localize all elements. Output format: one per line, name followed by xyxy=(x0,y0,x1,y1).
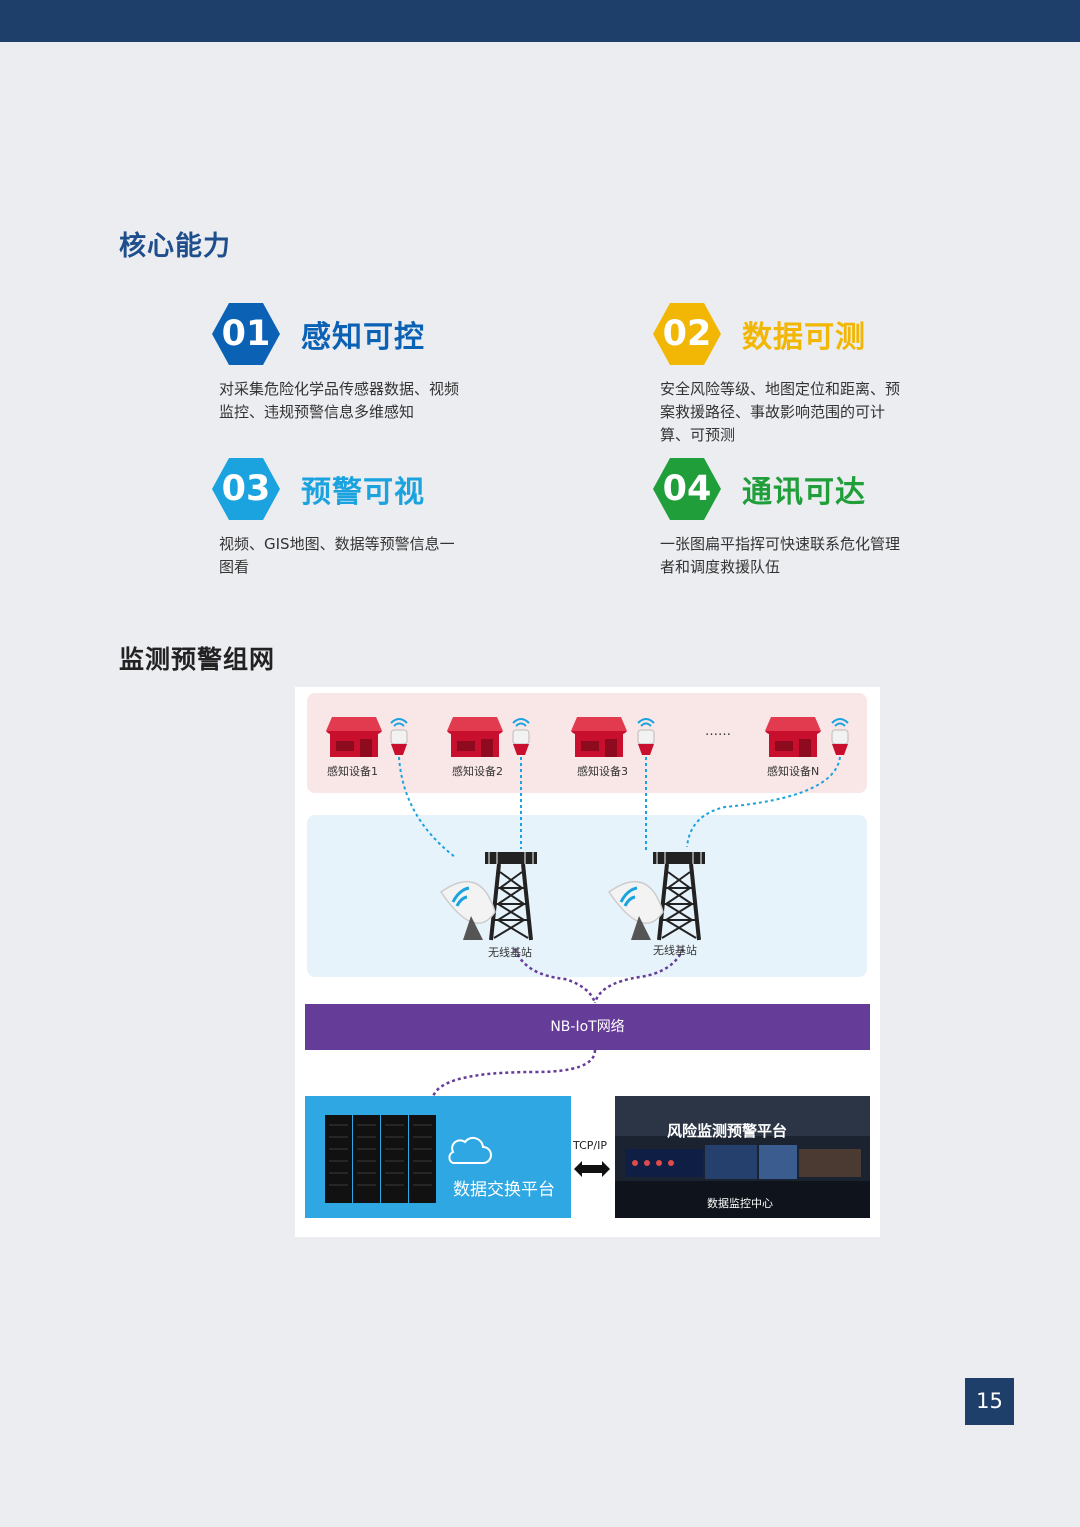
data-exchange-label: 数据交换平台 xyxy=(453,1180,555,1200)
capability-number: 03 xyxy=(221,469,271,509)
capability-desc: 视频、GIS地图、数据等预警信息一图看 xyxy=(219,535,455,576)
device-label: 感知设备2 xyxy=(452,765,503,778)
tcp-ip-label: TCP/IP xyxy=(573,1139,607,1152)
hexagon-icon xyxy=(653,458,721,520)
capability-name: 预警可视 xyxy=(301,475,425,510)
top-header-bar xyxy=(0,0,1080,42)
device-label: 感知设备1 xyxy=(327,765,378,778)
base-station-label: 无线基站 xyxy=(653,944,697,957)
capability-desc: 一张图扁平指挥可快速联系危化管理者和调度救援队伍 xyxy=(660,535,901,576)
risk-platform-title: 风险监测预警平台 xyxy=(667,1122,788,1140)
monitoring-network-title: 监测预警组网 xyxy=(119,645,276,674)
network-diagram: 感知设备1 感知设备2 感知设备3 …… 感知设备N 无线基站 无线基站 NB-… xyxy=(295,687,880,1237)
capability-name: 通讯可达 xyxy=(742,475,866,510)
network-diagram-graphic xyxy=(305,693,870,1218)
base-station-label: 无线基站 xyxy=(488,946,532,959)
core-capabilities-title: 核心能力 xyxy=(119,231,231,262)
page-number: 15 xyxy=(965,1378,1014,1425)
capability-number: 02 xyxy=(662,314,712,354)
monitor-center-label: 数据监控中心 xyxy=(707,1197,773,1210)
capability-name: 数据可测 xyxy=(742,320,866,355)
capability-desc: 对采集危险化学品传感器数据、视频监控、违规预警信息多维感知 xyxy=(219,380,460,421)
capability-number: 01 xyxy=(221,314,271,354)
device-ellipsis: …… xyxy=(705,724,731,739)
capability-name: 感知可控 xyxy=(301,320,425,355)
device-label: 感知设备3 xyxy=(577,765,628,778)
device-label: 感知设备N xyxy=(767,765,820,778)
hexagon-icon xyxy=(212,303,280,365)
capability-number: 04 xyxy=(662,469,712,509)
hexagon-icon xyxy=(653,303,721,365)
hexagon-icon xyxy=(212,458,280,520)
capability-desc: 安全风险等级、地图定位和距离、预案救援路径、事故影响范围的可计算、可预测 xyxy=(660,380,901,444)
nb-iot-network-label: NB-IoT网络 xyxy=(550,1019,625,1035)
